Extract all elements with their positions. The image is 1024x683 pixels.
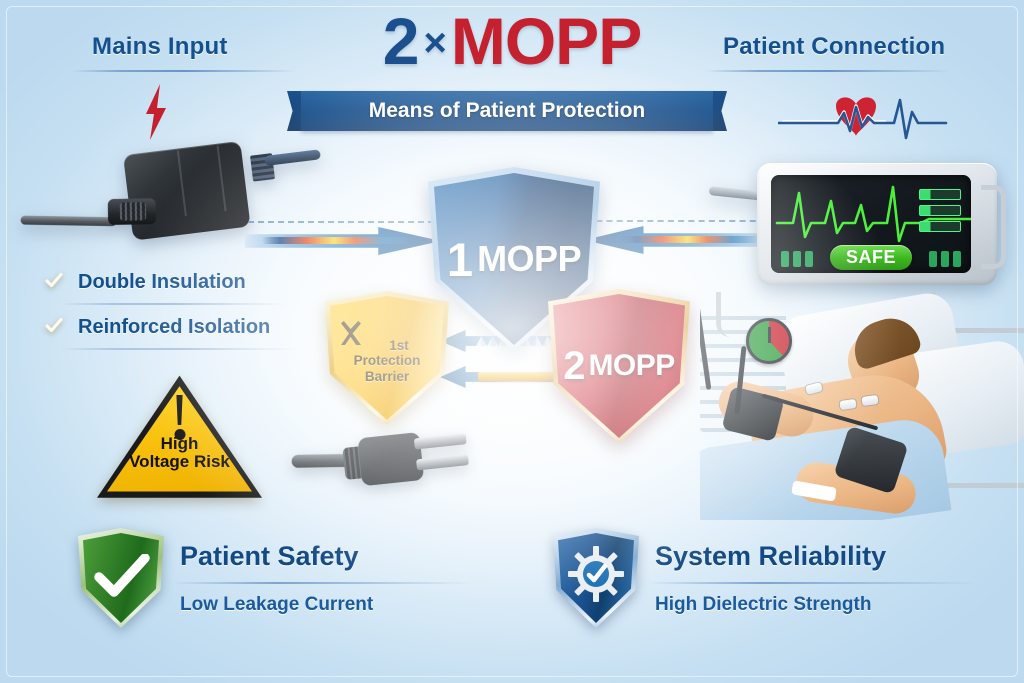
mains-input-underline — [72, 70, 296, 72]
warning-triangle-icon: High Voltage Risk — [97, 373, 262, 503]
shield-1-unit: MOPP — [477, 238, 582, 279]
patient-connection-label: Patient Connection — [723, 33, 946, 60]
patient-dashed-path — [586, 220, 766, 222]
patient-current-spark — [620, 236, 760, 243]
badge-divider-2 — [648, 582, 978, 584]
title-number: 2 — [382, 4, 420, 78]
barrier-line2: Protection — [353, 353, 421, 369]
checklist-divider-1 — [60, 303, 290, 305]
mains-plug-icon — [291, 422, 469, 501]
shield-first-protection-barrier: 1st Protection Barrier — [325, 291, 449, 425]
badge-divider-1 — [172, 582, 472, 584]
subtitle-ribbon: Means of Patient Protection — [301, 91, 713, 131]
page-title: 2×MOPP — [312, 8, 712, 74]
blue-gear-check-shield-icon — [553, 528, 639, 628]
shield-2-unit: MOPP — [588, 349, 675, 382]
checklist-item-double-insulation: Double Insulation — [78, 271, 246, 293]
barrier-line3: Barrier — [364, 368, 410, 384]
patient-in-bed-illustration — [700, 292, 1024, 520]
power-adapter-icon — [20, 131, 321, 253]
pressure-gauge-icon — [746, 318, 792, 364]
badge-subtitle-low-leakage: Low Leakage Current — [180, 594, 374, 615]
patient-monitor-icon: SAFE — [708, 163, 1006, 285]
shield-1-number: 1 — [446, 232, 474, 286]
shield-2-number: 2 — [563, 344, 586, 388]
barrier-line1: 1st — [389, 338, 409, 354]
checklist-divider-2 — [60, 348, 300, 350]
mains-input-label: Mains Input — [92, 33, 228, 60]
green-check-shield-icon — [78, 528, 164, 628]
title-multiply-icon: × — [423, 21, 447, 65]
heartbeat-ecg-icon — [776, 92, 950, 144]
badge-title-patient-safety: Patient Safety — [180, 541, 359, 571]
patient-connection-underline — [706, 70, 952, 72]
mains-dashed-path — [248, 221, 444, 223]
monitor-handle — [981, 185, 1006, 269]
gold-check-shield-icon — [40, 267, 68, 299]
badge-subtitle-high-dielectric: High Dielectric Strength — [655, 594, 872, 615]
badge-title-system-reliability: System Reliability — [655, 541, 887, 571]
mains-current-spark — [262, 237, 412, 244]
checklist-item-reinforced-isolation: Reinforced Isolation — [78, 316, 271, 338]
monitor-bar-3 — [919, 221, 961, 232]
subtitle-text: Means of Patient Protection — [368, 99, 646, 122]
lightning-bolt-icon — [144, 84, 168, 140]
monitor-screen: SAFE — [771, 175, 971, 273]
shield-2-mopp: 2 MOPP — [548, 289, 690, 443]
monitor-bar-1 — [919, 189, 961, 200]
monitor-bar-2 — [919, 205, 961, 216]
gold-check-shield-icon-2 — [40, 312, 68, 344]
status-badge-safe: SAFE — [829, 245, 913, 270]
warning-text-line2: Voltage Risk — [129, 452, 230, 472]
title-mopp: MOPP — [450, 4, 642, 78]
warning-text-line1: High — [160, 434, 199, 453]
